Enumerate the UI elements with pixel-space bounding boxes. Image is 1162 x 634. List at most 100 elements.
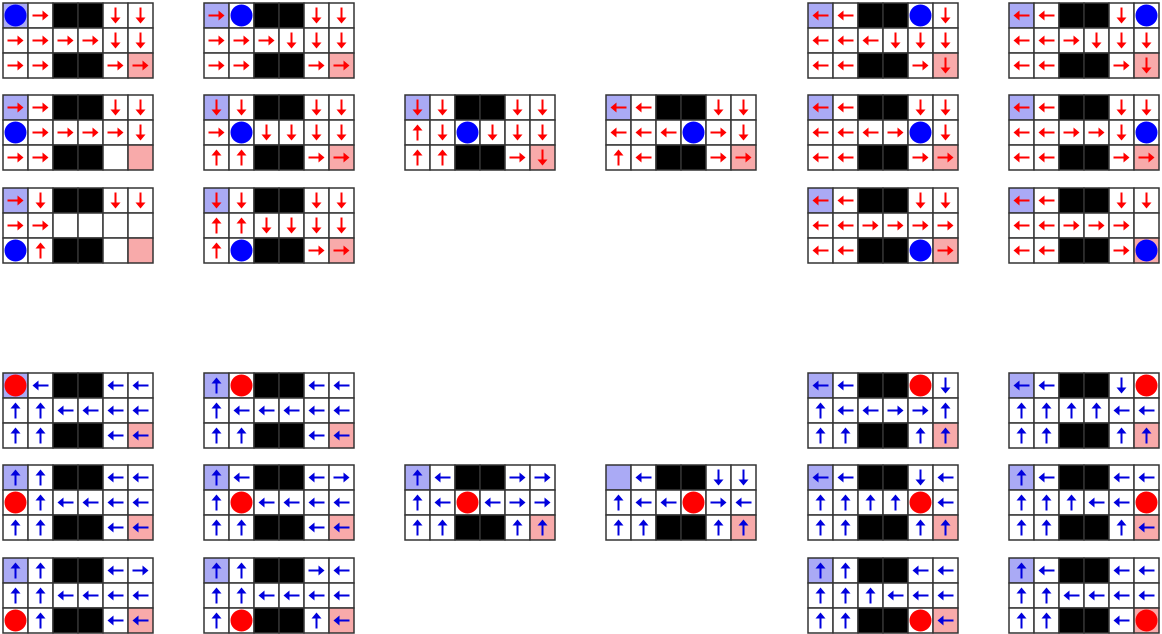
arrow-left-icon [132, 497, 149, 508]
arrow-up-icon [211, 494, 222, 511]
agent-circle-icon [682, 121, 705, 144]
arrow-down-icon [1116, 32, 1127, 49]
arrow-right-icon [107, 127, 124, 138]
wall-cell [882, 464, 909, 491]
arrow-right-icon [937, 152, 954, 163]
goal-cell [127, 237, 154, 264]
arrow-down-icon [336, 192, 347, 209]
goal-cell [1133, 52, 1160, 79]
arrow-up-icon [211, 377, 222, 394]
policy-grid-bottom-23 [1008, 464, 1160, 541]
wall-cell [253, 464, 280, 491]
arrow-left-icon [434, 472, 451, 483]
arrow-up-icon [815, 587, 826, 604]
arrow-down-icon [110, 192, 121, 209]
wall-cell [454, 464, 481, 491]
wall-cell [52, 422, 79, 449]
agent-circle-icon [1135, 121, 1158, 144]
arrow-left-icon [1138, 405, 1155, 416]
wall-cell [278, 607, 305, 634]
arrow-down-icon [286, 32, 297, 49]
arrow-right-icon [32, 220, 49, 231]
goal-cell [328, 607, 355, 634]
wall-cell [857, 187, 884, 214]
arrow-left-icon [1088, 590, 1105, 601]
arrow-left-icon [1038, 380, 1055, 391]
arrow-down-icon [211, 99, 222, 116]
arrow-up-icon [211, 612, 222, 629]
arrow-down-icon [110, 7, 121, 24]
arrow-down-icon [135, 7, 146, 24]
arrow-left-icon [333, 380, 350, 391]
arrow-up-icon [738, 519, 749, 536]
agent-circle-icon [4, 121, 27, 144]
arrow-left-icon [132, 615, 149, 626]
wall-cell [655, 514, 682, 541]
arrow-left-icon [1013, 380, 1030, 391]
arrow-left-icon [635, 102, 652, 113]
arrow-right-icon [1138, 152, 1155, 163]
arrow-up-icon [412, 469, 423, 486]
arrow-right-icon [710, 497, 727, 508]
arrow-left-icon [333, 405, 350, 416]
arrow-down-icon [940, 57, 951, 74]
policy-grid-top-0 [2, 2, 154, 79]
arrow-down-icon [311, 124, 322, 141]
arrow-right-icon [32, 127, 49, 138]
arrow-up-icon [211, 217, 222, 234]
arrow-down-icon [940, 377, 951, 394]
arrow-right-icon [208, 35, 225, 46]
policy-grid-bottom-15 [203, 372, 355, 449]
wall-cell [479, 464, 506, 491]
arrow-left-icon [57, 590, 74, 601]
wall-cell [278, 372, 305, 399]
wall-cell [1083, 52, 1110, 79]
policy-grid-top-5 [203, 94, 355, 171]
wall-cell [52, 94, 79, 121]
wall-cell [1058, 2, 1085, 29]
wall-cell [1083, 422, 1110, 449]
agent-circle-icon [456, 121, 479, 144]
arrow-right-icon [333, 60, 350, 71]
arrow-left-icon [610, 127, 627, 138]
wall-cell [479, 514, 506, 541]
arrow-up-icon [412, 149, 423, 166]
arrow-down-icon [1141, 32, 1152, 49]
wall-cell [253, 237, 280, 264]
arrow-down-icon [286, 217, 297, 234]
arrow-down-icon [738, 124, 749, 141]
arrow-left-icon [887, 590, 904, 601]
arrow-down-icon [336, 217, 347, 234]
wall-cell [1058, 372, 1085, 399]
wall-cell [77, 94, 104, 121]
arrow-down-icon [915, 32, 926, 49]
arrow-left-icon [107, 472, 124, 483]
arrow-up-icon [815, 402, 826, 419]
wall-cell [857, 144, 884, 171]
wall-cell [857, 557, 884, 584]
grid-cell [932, 212, 959, 239]
arrow-left-icon [1038, 102, 1055, 113]
arrow-left-icon [1013, 220, 1030, 231]
arrow-left-icon [1038, 565, 1055, 576]
arrow-left-icon [862, 35, 879, 46]
arrow-down-icon [35, 192, 46, 209]
policy-grid-bottom-17 [1008, 372, 1160, 449]
arrow-left-icon [82, 590, 99, 601]
arrow-right-icon [7, 152, 24, 163]
arrow-down-icon [1116, 7, 1127, 24]
agent-circle-icon [456, 491, 479, 514]
arrow-right-icon [509, 497, 526, 508]
arrow-up-icon [10, 427, 21, 444]
arrow-left-icon [837, 472, 854, 483]
arrow-left-icon [1113, 497, 1130, 508]
arrow-right-icon [258, 35, 275, 46]
policy-grid-top-4 [2, 94, 154, 171]
arrow-left-icon [635, 497, 652, 508]
wall-cell [882, 237, 909, 264]
arrow-down-icon [940, 124, 951, 141]
arrow-left-icon [308, 590, 325, 601]
wall-cell [655, 144, 682, 171]
wall-cell [1083, 372, 1110, 399]
wall-cell [882, 607, 909, 634]
